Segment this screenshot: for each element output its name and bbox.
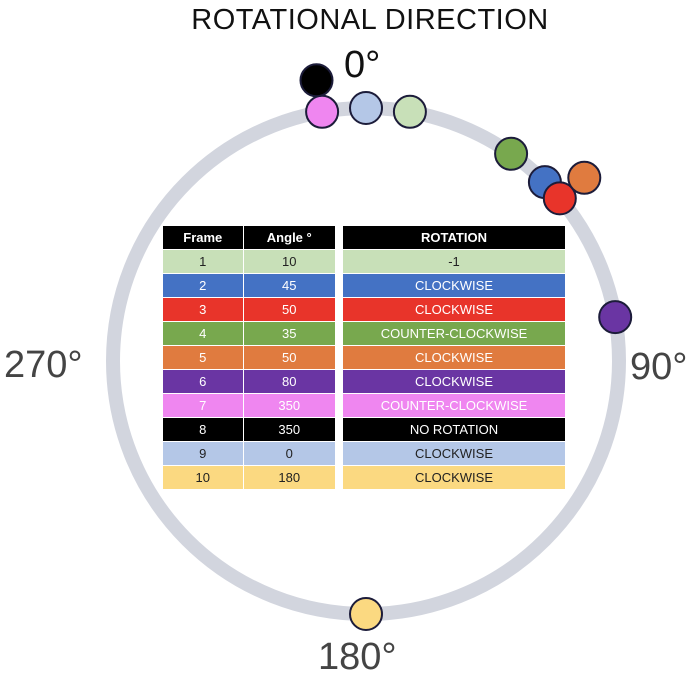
rotation-cell: COUNTER-CLOCKWISE bbox=[342, 321, 566, 346]
angle-cell: 0 bbox=[242, 441, 337, 466]
degree-label-0: 0° bbox=[344, 44, 381, 86]
diagram-title: ROTATIONAL DIRECTION bbox=[191, 4, 549, 36]
table-row: COUNTER-CLOCKWISE bbox=[342, 393, 566, 418]
angle-column-header: Angle ° bbox=[242, 225, 337, 250]
angle-cell: 45 bbox=[242, 273, 337, 298]
degree-label-270: 270° bbox=[4, 344, 83, 386]
table-row: NO ROTATION bbox=[342, 417, 566, 442]
frame-cell: 5 bbox=[162, 345, 244, 370]
angle-cell: 180 bbox=[242, 465, 337, 490]
frame-6-marker bbox=[598, 300, 633, 335]
angle-cell: 10 bbox=[242, 249, 337, 274]
table-row: CLOCKWISE bbox=[342, 441, 566, 466]
rotation-cell: CLOCKWISE bbox=[342, 297, 566, 322]
angle-cell: 35 bbox=[242, 321, 337, 346]
frame-cell: 9 bbox=[162, 441, 244, 466]
rotation-cell: CLOCKWISE bbox=[342, 441, 566, 466]
rotation-cell: CLOCKWISE bbox=[342, 465, 566, 490]
frame-1-marker bbox=[392, 94, 427, 129]
rotation-cell: COUNTER-CLOCKWISE bbox=[342, 393, 566, 418]
frame-column-header: Frame bbox=[162, 225, 244, 250]
rotation-cell: -1 bbox=[342, 249, 566, 274]
rotation-cell: CLOCKWISE bbox=[342, 273, 566, 298]
degree-label-90: 90° bbox=[630, 346, 688, 388]
angle-cell: 50 bbox=[242, 297, 337, 322]
rotation-table-header-row: ROTATION bbox=[342, 225, 566, 250]
table-row: CLOCKWISE bbox=[342, 345, 566, 370]
frame-cell: 6 bbox=[162, 369, 244, 394]
rotation-cell: CLOCKWISE bbox=[342, 369, 566, 394]
frame-table-header-row: Frame Angle ° bbox=[162, 225, 337, 250]
angle-cell: 80 bbox=[242, 369, 337, 394]
frame-9-marker bbox=[349, 91, 383, 125]
frame-cell: 2 bbox=[162, 273, 244, 298]
frame-4-marker bbox=[494, 136, 529, 171]
table-row: CLOCKWISE bbox=[342, 297, 566, 322]
frame-cell: 7 bbox=[162, 393, 244, 418]
frame-10-marker bbox=[349, 597, 383, 631]
angle-cell: 350 bbox=[242, 393, 337, 418]
frame-7-marker bbox=[305, 94, 340, 129]
frame-cell: 1 bbox=[162, 249, 244, 274]
angle-markers bbox=[299, 63, 633, 631]
rotation-cell: CLOCKWISE bbox=[342, 345, 566, 370]
angle-cell: 50 bbox=[242, 345, 337, 370]
table-row: -1 bbox=[342, 249, 566, 274]
frame-cell: 10 bbox=[162, 465, 244, 490]
table-row: CLOCKWISE bbox=[342, 273, 566, 298]
rotation-column-header: ROTATION bbox=[342, 225, 566, 250]
angle-cell: 350 bbox=[242, 417, 337, 442]
rotation-cell: NO ROTATION bbox=[342, 417, 566, 442]
frame-cell: 4 bbox=[162, 321, 244, 346]
table-row: COUNTER-CLOCKWISE bbox=[342, 321, 566, 346]
frame-3-marker bbox=[542, 181, 577, 216]
frame-cell: 3 bbox=[162, 297, 244, 322]
table-row: CLOCKWISE bbox=[342, 465, 566, 490]
table-row: CLOCKWISE bbox=[342, 369, 566, 394]
frame-5-marker bbox=[567, 160, 602, 195]
degree-label-180: 180° bbox=[318, 636, 397, 678]
frame-cell: 8 bbox=[162, 417, 244, 442]
frame-8-marker bbox=[299, 63, 334, 98]
